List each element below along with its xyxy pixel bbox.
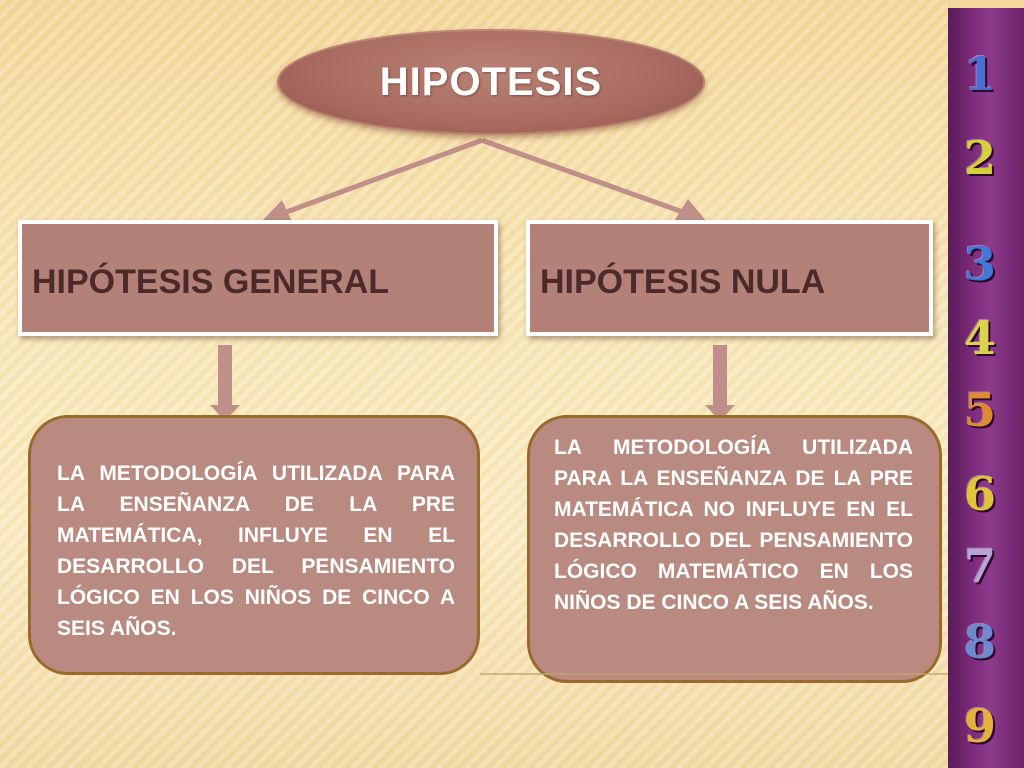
connector-arrows — [210, 138, 735, 421]
general-hypothesis-description: LA METODOLOGÍA UTILIZADA PARA LA ENSEÑAN… — [28, 415, 480, 675]
arrow-to-nula — [481, 138, 697, 219]
digit-1: 1 — [963, 47, 996, 101]
digit-6: 6 — [963, 467, 996, 521]
stem-nula — [713, 345, 727, 407]
digit-3: 3 — [963, 237, 996, 291]
stem-general — [218, 345, 232, 407]
title-node: HIPOTESIS — [277, 29, 705, 135]
number-strip: 1 2 3 4 5 6 7 8 9 — [948, 8, 1024, 768]
general-hypothesis-box: HIPÓTESIS GENERAL — [18, 220, 498, 336]
null-hypothesis-description: LA METODOLOGÍA UTILIZADA PARA LA ENSEÑAN… — [527, 415, 942, 683]
stem-arrowhead-general — [210, 405, 240, 421]
digit-9: 9 — [963, 699, 996, 753]
decorative-line — [480, 673, 948, 675]
digit-8: 8 — [963, 615, 996, 669]
arrowhead-general — [258, 200, 292, 225]
diagram-title: HIPOTESIS — [379, 59, 603, 104]
null-hypothesis-label: HIPÓTESIS NULA — [540, 262, 826, 301]
arrowhead-nula — [674, 199, 708, 223]
digit-5: 5 — [963, 383, 996, 437]
stem-arrowhead-nula — [705, 405, 735, 421]
null-hypothesis-box: HIPÓTESIS NULA — [526, 220, 933, 336]
arrow-to-general — [267, 138, 483, 221]
general-hypothesis-label: HIPÓTESIS GENERAL — [32, 262, 390, 301]
digit-4: 4 — [963, 311, 996, 365]
digit-7: 7 — [963, 539, 996, 593]
digit-2: 2 — [963, 131, 996, 185]
